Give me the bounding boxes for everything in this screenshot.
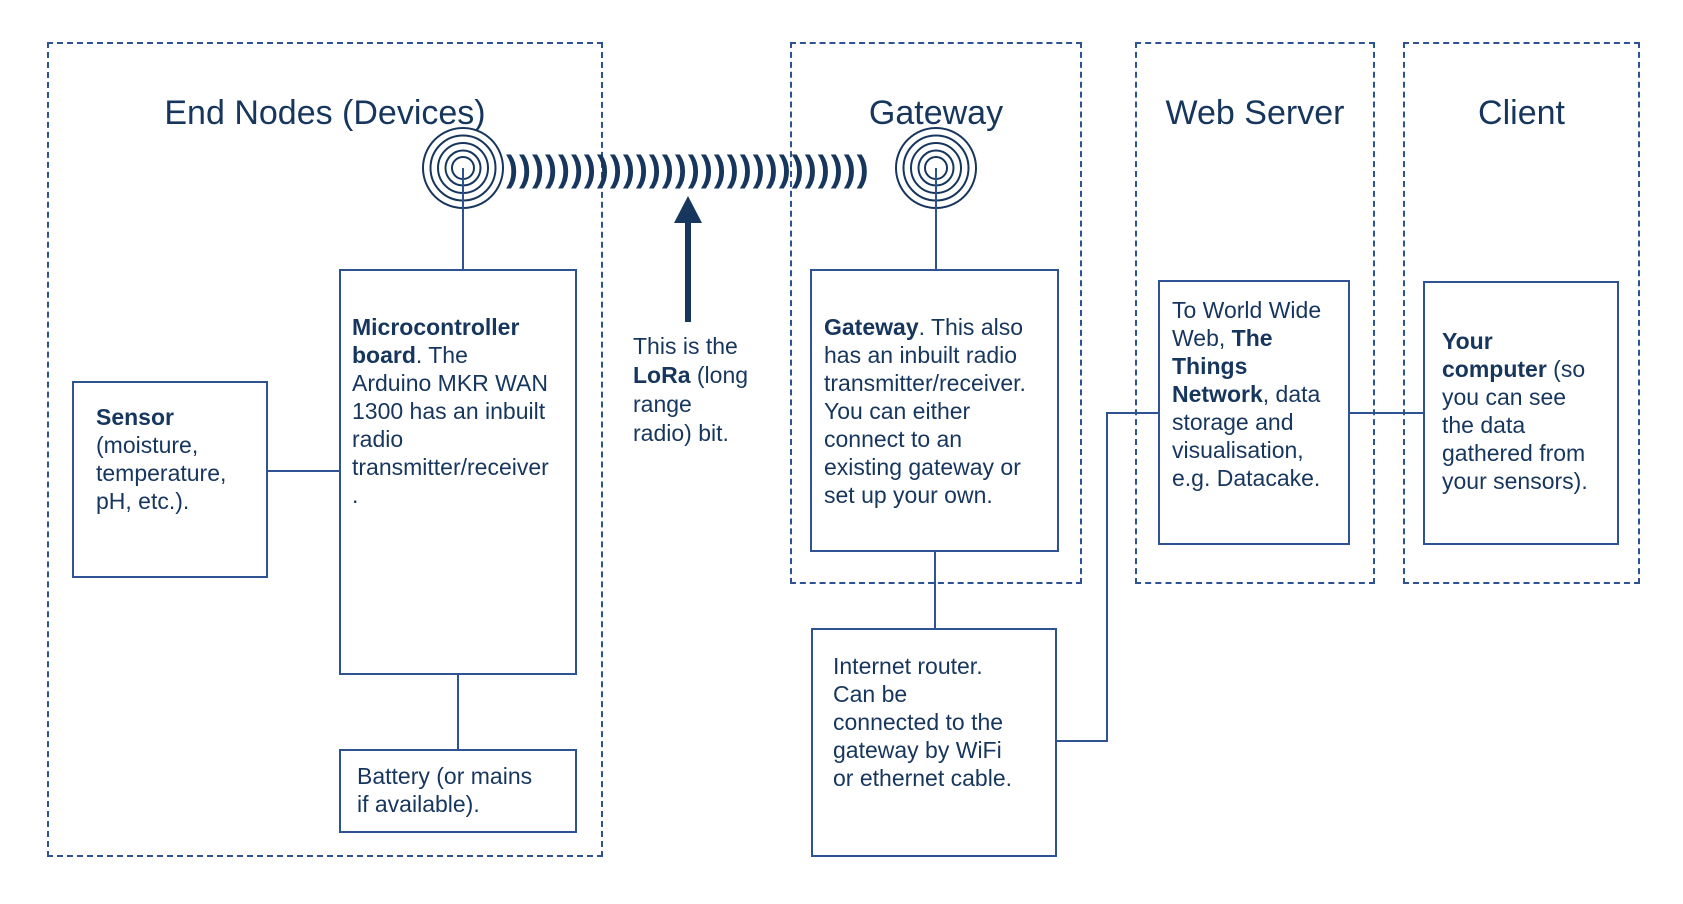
- sensor-box: Sensor(moisture,temperature,pH, etc.).: [72, 381, 268, 578]
- end-nodes-title: End Nodes (Devices): [164, 94, 486, 132]
- connector-router-webserver-vertical: [1106, 412, 1108, 742]
- client-title: Client: [1478, 94, 1565, 132]
- web-server-title: Web Server: [1165, 94, 1345, 132]
- client-container: Client: [1403, 42, 1640, 584]
- connector-microcontroller-battery: [457, 675, 459, 749]
- end-nodes-container: End Nodes (Devices): [47, 42, 603, 857]
- connector-webserver-client: [1350, 412, 1423, 414]
- end-node-antenna-icon: [422, 127, 504, 269]
- gateway-title: Gateway: [868, 94, 1004, 132]
- connector-sensor-microcontroller: [268, 470, 339, 472]
- gateway-antenna-icon: [895, 127, 977, 269]
- gateway-container: Gateway: [790, 42, 1082, 584]
- connector-webserver-left: [1108, 412, 1158, 414]
- radio-waves-icon: )))))))))))))))))))))))))))): [506, 148, 870, 189]
- connector-gateway-router: [934, 552, 936, 628]
- connector-router-horizontal: [1057, 740, 1108, 742]
- up-arrow-icon: [674, 196, 702, 322]
- web-server-container: Web Server: [1135, 42, 1375, 584]
